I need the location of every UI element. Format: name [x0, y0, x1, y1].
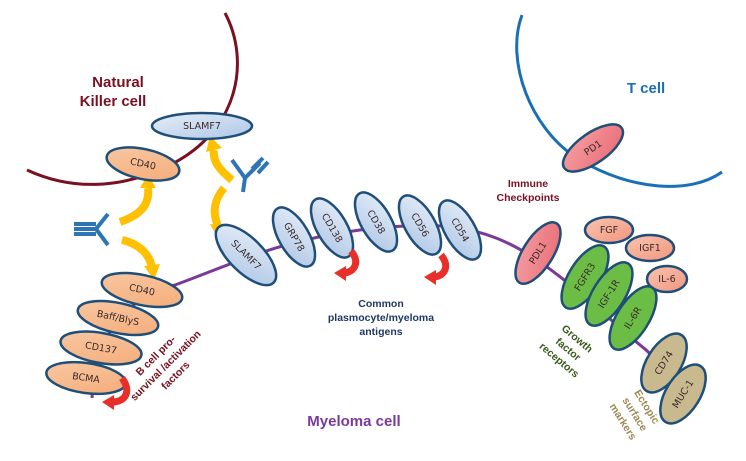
red-arrow-icon [343, 248, 360, 277]
svg-text:plasmocyte/myeloma: plasmocyte/myeloma [328, 312, 434, 324]
ag-cd54: CD54 [437, 199, 483, 261]
ag-cd38: CD38 [353, 191, 399, 253]
antibody-icon [230, 156, 270, 193]
myeloma-cell-label: Myeloma cell [307, 413, 400, 430]
pdl1: PDL1 [514, 221, 562, 285]
yellow-arrow-icon [120, 236, 156, 269]
nk-cell-label-line1: Natural [92, 74, 144, 91]
ligand-fgf: FGF [583, 215, 635, 245]
red-arrow-icon [111, 375, 131, 406]
red-arrow-icon [433, 252, 450, 281]
nk-cell-label-line2: Killer cell [80, 93, 147, 110]
common-antigens-label: Common plasmocyte/myeloma antigens [328, 298, 434, 338]
ag-grp78: GRP78 [271, 206, 317, 268]
red-arrowhead-icon [424, 270, 436, 285]
yellow-arrows [118, 149, 235, 269]
ligand-il6: IL-6 [645, 264, 689, 294]
red-arrowhead-icon [334, 266, 346, 281]
rec-il6r: IL-6R [608, 285, 658, 351]
nk-slamf7-label: SLAMF7 [183, 121, 221, 132]
b-cd40-label: CD40 [128, 282, 156, 298]
ligand-igf1-label: IGF1 [639, 243, 661, 254]
t-cell-label: T cell [627, 80, 665, 97]
yellow-arrow-icon [210, 185, 228, 228]
immune-checkpoints-label: Immune Checkpoints [496, 178, 559, 204]
antibody-icon [74, 212, 110, 247]
b-baff: Baff/BlyS [76, 299, 160, 337]
svg-text:Common: Common [358, 298, 404, 310]
growth-factor-receptors-label: Growth factor receptors [537, 323, 595, 381]
b-cd137: CD137 [59, 330, 143, 366]
rec-fgfr3: FGFR3 [560, 244, 610, 310]
ag-cd138: CD138 [309, 197, 355, 259]
nk-cd40-label: CD40 [129, 156, 157, 172]
t-cell-membrane [515, 14, 723, 188]
yellow-arrow-icon [118, 187, 153, 226]
svg-text:Checkpoints: Checkpoints [496, 192, 559, 204]
arrowhead-icon [144, 264, 160, 280]
t-pd1: PD1 [561, 123, 625, 173]
ectopic-cd74: CD74 [640, 332, 688, 394]
ectopic-markers-label: Ectopic surface markers [607, 388, 662, 443]
nk-cd40: CD40 [105, 146, 181, 182]
red-arrowhead-icon [102, 395, 114, 410]
ectopic-muc1: MUC-1 [659, 363, 707, 425]
ag-slamf7: SLAMF7 [214, 223, 278, 287]
yellow-arrow-icon [209, 149, 235, 184]
b-bcma: BCMA [45, 360, 127, 396]
nk-slamf7: SLAMF7 [150, 111, 254, 141]
ag-cd56: CD56 [397, 194, 443, 256]
ligand-il6-label: IL-6 [658, 274, 675, 285]
b-bcma-label: BCMA [71, 371, 100, 386]
svg-text:Immune: Immune [508, 178, 548, 190]
svg-text:antigens: antigens [359, 326, 402, 338]
b-cd40: CD40 [100, 271, 184, 309]
rec-igf1r: IGF-1R [584, 261, 634, 327]
b-cd137-label: CD137 [84, 340, 118, 356]
ligand-igf1: IGF1 [624, 233, 676, 263]
ligand-fgf-label: FGF [600, 225, 618, 236]
